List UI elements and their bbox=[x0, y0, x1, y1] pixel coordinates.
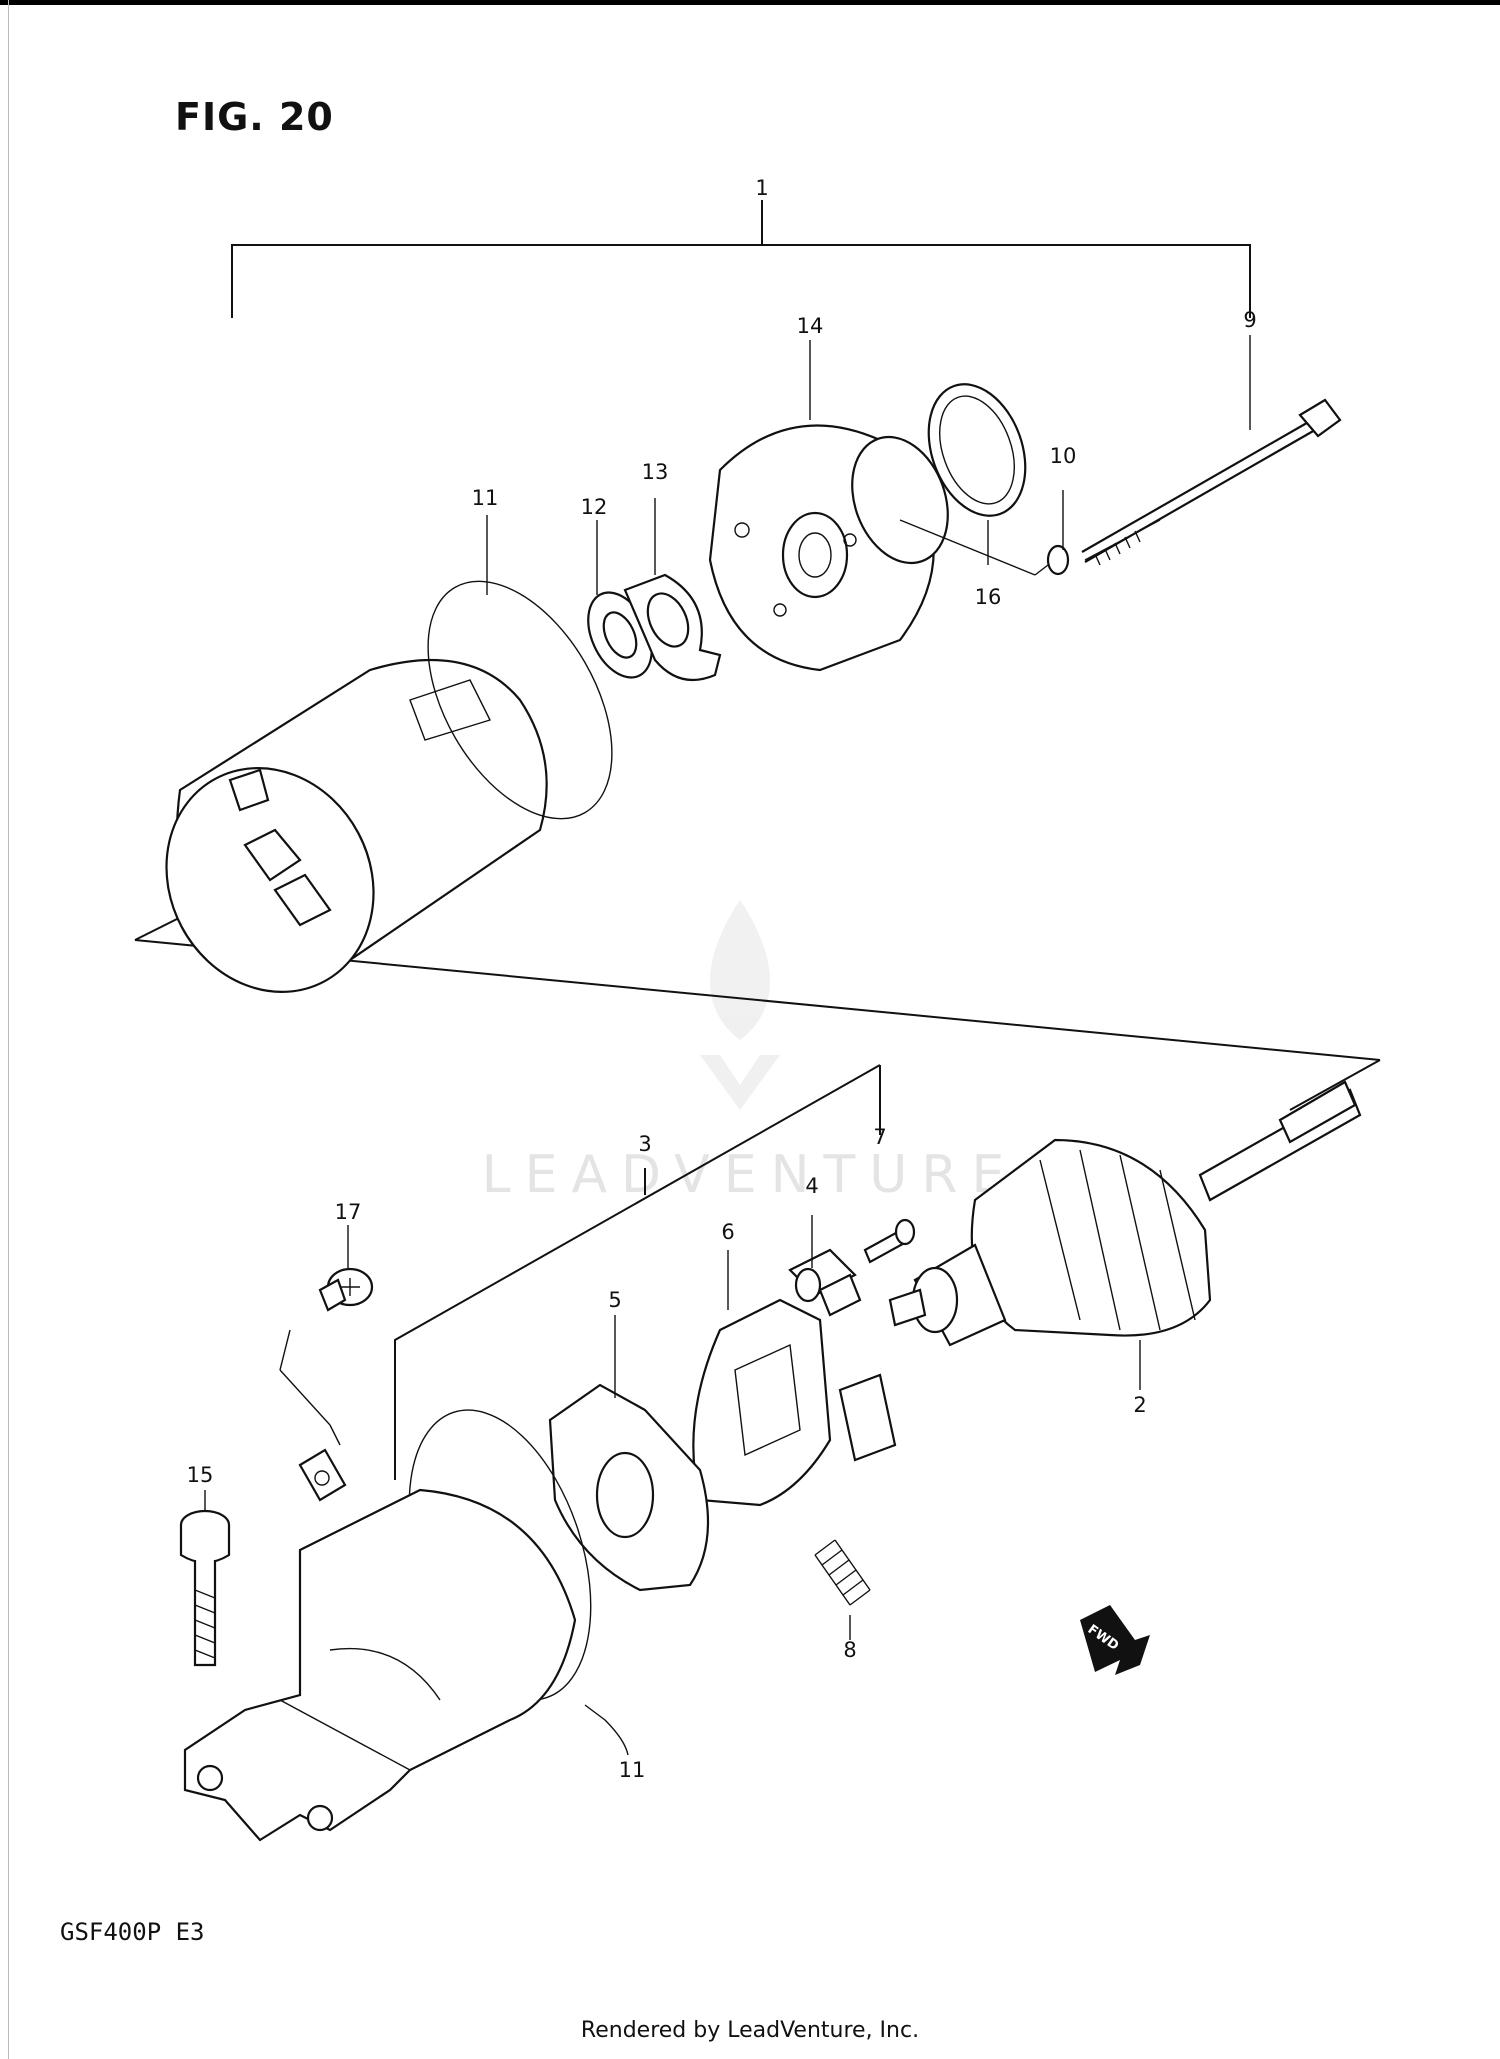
callout-13: 13 bbox=[641, 460, 669, 484]
callout-7: 7 bbox=[873, 1125, 887, 1149]
callout-11-bottom: 11 bbox=[618, 1758, 646, 1782]
bolt-15 bbox=[179, 1509, 231, 1667]
callout-8: 8 bbox=[843, 1638, 857, 1662]
spring-8 bbox=[814, 1539, 871, 1606]
armature-2 bbox=[888, 1080, 1362, 1347]
screw-7 bbox=[863, 1218, 916, 1264]
callout-5: 5 bbox=[608, 1288, 622, 1312]
callout-1: 1 bbox=[755, 176, 769, 200]
o-ring-top bbox=[427, 580, 613, 820]
render-credit: Rendered by LeadVenture, Inc. bbox=[580, 2018, 920, 2043]
o-ring-16 bbox=[927, 383, 1027, 517]
watermark-text: LEADVENTURE bbox=[481, 1145, 1019, 1205]
callout-11-top: 11 bbox=[471, 486, 499, 510]
brush-plate-5 bbox=[548, 1383, 710, 1592]
washer-13 bbox=[623, 573, 722, 682]
through-bolt-9 bbox=[1081, 398, 1342, 566]
callout-9: 9 bbox=[1243, 308, 1257, 332]
callout-4: 4 bbox=[805, 1174, 819, 1198]
assembly-bracket-1 bbox=[231, 200, 1251, 318]
leader-lines bbox=[204, 335, 1251, 1756]
callout-14: 14 bbox=[796, 314, 824, 338]
scan-edge bbox=[8, 0, 9, 2059]
brush-holder-6 bbox=[692, 1298, 897, 1507]
brush-4 bbox=[788, 1248, 862, 1317]
callout-15: 15 bbox=[186, 1463, 214, 1487]
screw-17 bbox=[318, 1267, 374, 1312]
model-code: GSF400P E3 bbox=[60, 1918, 205, 1946]
callout-10: 10 bbox=[1049, 444, 1077, 468]
callout-2: 2 bbox=[1133, 1393, 1147, 1417]
washer-10 bbox=[899, 519, 1070, 576]
top-border bbox=[0, 0, 1500, 5]
callout-3: 3 bbox=[638, 1132, 652, 1156]
callout-12: 12 bbox=[580, 495, 608, 519]
figure-title: FIG. 20 bbox=[175, 95, 334, 139]
assembly-bracket-3 bbox=[394, 1064, 881, 1480]
callout-16: 16 bbox=[974, 585, 1002, 609]
callout-17: 17 bbox=[334, 1200, 362, 1224]
end-cover-14 bbox=[708, 424, 949, 672]
fwd-arrow-icon bbox=[1080, 1605, 1150, 1675]
callout-6: 6 bbox=[721, 1220, 735, 1244]
yoke-housing bbox=[165, 658, 548, 993]
leadventure-logo-icon bbox=[700, 900, 780, 1110]
drive-end-housing bbox=[183, 1329, 577, 1842]
